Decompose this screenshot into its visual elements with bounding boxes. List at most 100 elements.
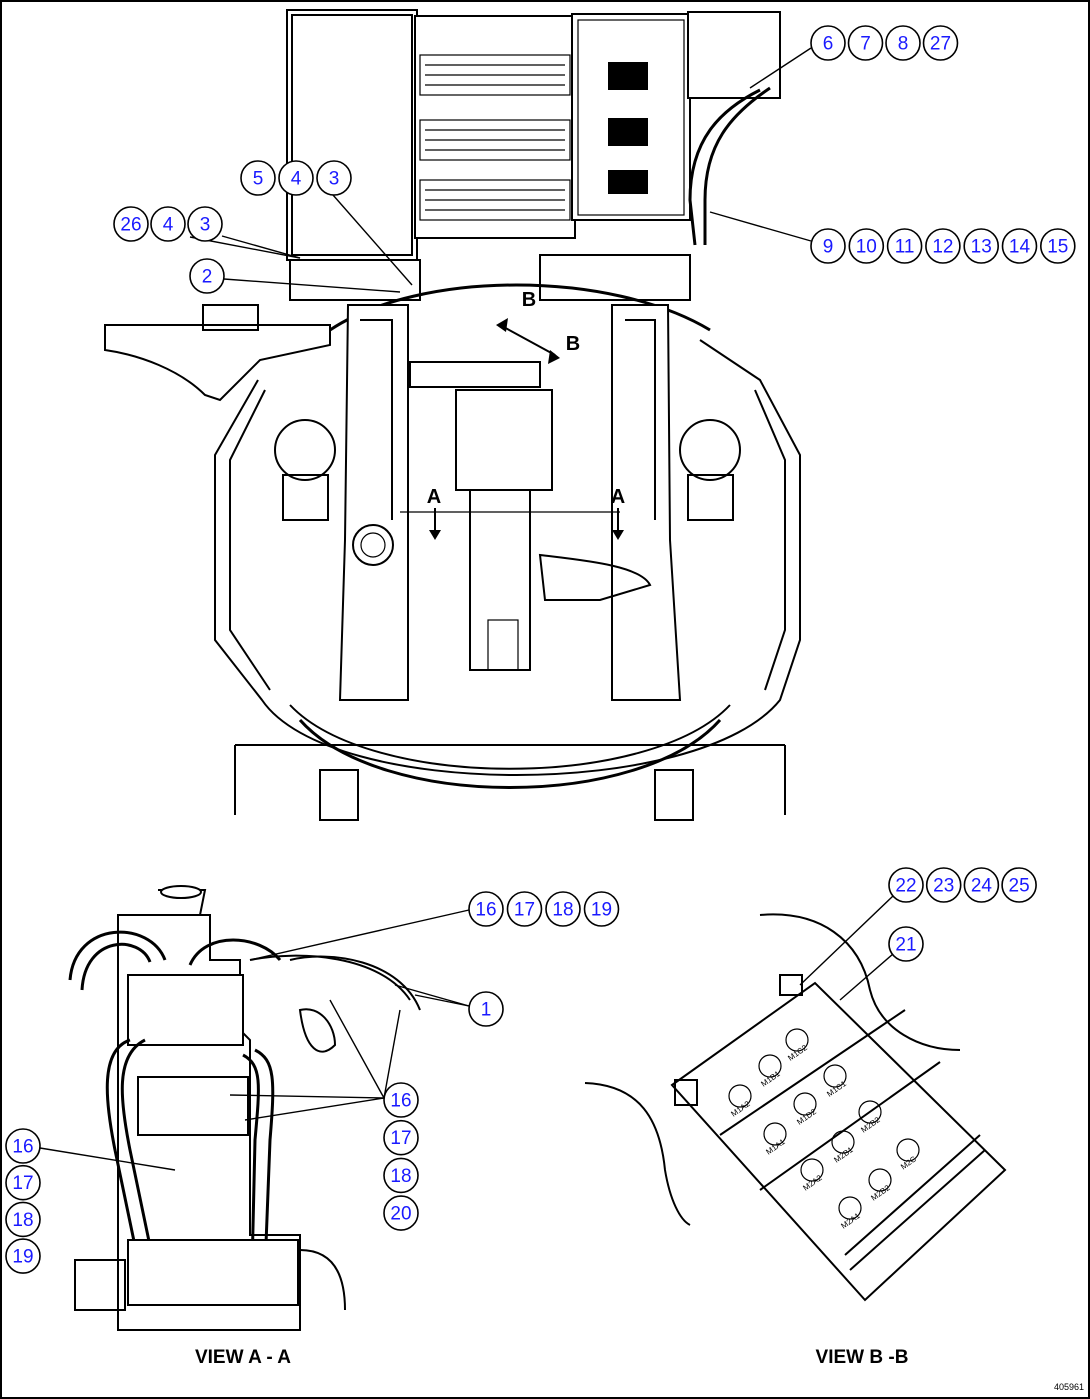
callout-main-right_row-3: 12 (925, 228, 961, 264)
callout-number: 13 (971, 237, 992, 258)
callout-number: 2 (202, 267, 213, 288)
section-mark-b-right: B (566, 333, 580, 355)
callout-number: 3 (329, 169, 340, 190)
callout-number: 23 (933, 876, 954, 897)
callout-circle (383, 1195, 419, 1231)
callout-number: 10 (856, 237, 877, 258)
callout-main-upper_left_b-2: 3 (187, 206, 223, 242)
main-assembly-view (104, 9, 801, 821)
callout-view_a-right_col-1: 17 (383, 1119, 419, 1156)
view-a-a-drawing (68, 885, 421, 1331)
callout-number: 20 (390, 1204, 411, 1225)
callout-view_a-top_row-1: 17 (506, 891, 543, 927)
leader-line (223, 278, 401, 293)
callout-circle (847, 25, 884, 61)
callout-circle (240, 160, 276, 196)
callout-view_a-right_col-2: 18 (383, 1157, 419, 1194)
callout-view_b-top_row-1: 23 (925, 867, 962, 903)
callout-number: 21 (895, 935, 916, 956)
callout-number: 17 (390, 1128, 411, 1149)
callout-number: 27 (930, 34, 951, 55)
view-b-b-title: VIEW B -B (816, 1347, 909, 1368)
callout-circle (5, 1128, 41, 1164)
leader-line (839, 953, 894, 1001)
callout-view_b-top_row-2: 24 (963, 867, 1000, 903)
callout-number: 24 (971, 876, 993, 897)
callout-circle (278, 160, 314, 196)
callout-number: 19 (591, 900, 612, 921)
callout-view_b-item_21-0: 21 (888, 926, 924, 962)
callout-circle (810, 25, 846, 61)
leader-line (383, 1009, 401, 1099)
leader-line (244, 1097, 385, 1121)
callout-number: 4 (163, 215, 174, 236)
callout-number: 12 (932, 237, 953, 258)
callout-number: 26 (120, 215, 141, 236)
callout-view_a-top_row-3: 19 (583, 891, 620, 927)
callout-main-upper_left_b-1: 4 (150, 206, 186, 242)
section-mark-a-right: A (611, 486, 625, 508)
section-mark-b-top: B (522, 289, 536, 311)
callout-view_a-top_row-2: 18 (545, 891, 581, 927)
callout-number: 18 (390, 1166, 411, 1187)
callout-number: 17 (12, 1173, 33, 1194)
callout-number: 5 (253, 169, 264, 190)
callout-circle (888, 867, 924, 903)
callout-circle (5, 1201, 41, 1238)
callout-circle (468, 991, 504, 1027)
callout-main-upper_left_a-1: 4 (278, 160, 314, 196)
callout-circle (963, 228, 1000, 264)
callout-number: 17 (514, 900, 535, 921)
leader-line (332, 194, 413, 286)
leader-line (394, 984, 470, 1007)
callout-circle (383, 1157, 419, 1194)
callout-circle (888, 926, 924, 962)
callout-main-top_right-1: 7 (847, 25, 884, 61)
leader-line (329, 999, 385, 1099)
callout-circle (925, 867, 962, 903)
callout-number: 25 (1009, 876, 1030, 897)
callout-number: 1 (481, 1000, 492, 1021)
callout-view_a-left_col-2: 18 (5, 1201, 41, 1238)
callout-circle (383, 1119, 419, 1156)
callout-view_a-item_1-0: 1 (468, 991, 504, 1027)
callout-number: 7 (860, 34, 871, 55)
callout-main-top_right-0: 6 (810, 25, 846, 61)
callout-circle (922, 25, 959, 61)
leader-lines (39, 47, 894, 1171)
callout-number: 3 (200, 215, 211, 236)
callout-number: 14 (1009, 237, 1031, 258)
callout-number: 22 (895, 876, 916, 897)
callout-circle (886, 228, 923, 264)
callout-number: 18 (552, 900, 573, 921)
callout-circle (963, 867, 1000, 903)
connector-sockets (728, 1028, 920, 1220)
callout-view_a-right_col-0: 16 (383, 1082, 419, 1118)
callout-number: 6 (823, 34, 834, 55)
leader-line (221, 235, 301, 259)
callout-circle (925, 228, 961, 264)
callout-view_a-right_col-3: 20 (383, 1195, 419, 1231)
callout-number: 19 (12, 1247, 33, 1268)
leader-line (229, 1094, 385, 1099)
callout-circle (1001, 867, 1037, 903)
callout-number: 11 (895, 237, 915, 258)
callout-circle (506, 891, 543, 927)
leader-line (39, 1147, 176, 1171)
callout-circle (316, 160, 352, 196)
callout-main-right_row-2: 11 (886, 228, 923, 264)
callout-main-left_2-0: 2 (189, 258, 225, 294)
callout-main-upper_left_b-0: 26 (113, 206, 149, 242)
callout-circle (468, 891, 504, 927)
callout-circle (1040, 228, 1076, 264)
callout-main-upper_left_a-0: 5 (240, 160, 276, 196)
callout-number: 9 (823, 237, 834, 258)
leader-line (799, 895, 894, 986)
callout-circle (810, 228, 846, 264)
callout-main-top_right-2: 8 (885, 25, 921, 61)
callout-main-right_row-0: 9 (810, 228, 846, 264)
